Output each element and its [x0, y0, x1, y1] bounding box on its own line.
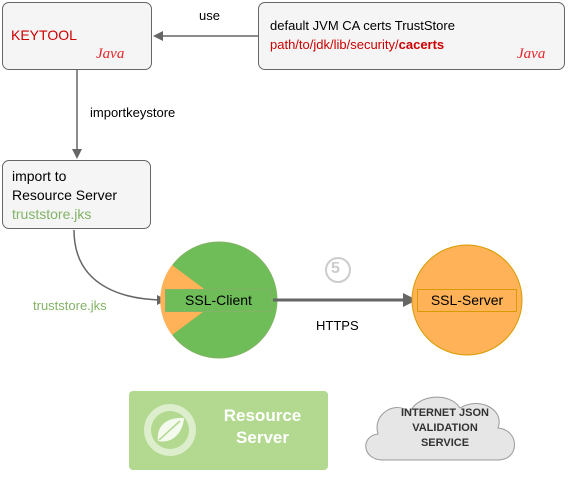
step-marker: 5 [331, 260, 340, 277]
ssl-server-label-box: SSL-Server [417, 289, 517, 312]
https-arrow-head [403, 293, 417, 307]
cloud-label: INTERNET JSON VALIDATION SERVICE [385, 406, 505, 451]
resource-server-line2: Server [236, 428, 289, 447]
cloud-line3: SERVICE [420, 437, 470, 449]
use-label: use [199, 8, 220, 23]
truststore-path-file: cacerts [398, 37, 445, 52]
cloud-line2: VALIDATION [412, 422, 478, 434]
step-marker-circle [325, 257, 351, 283]
import-line1: import to [12, 168, 67, 184]
resource-server-line1: Resource [223, 406, 302, 425]
importkeystore-label: importkeystore [90, 105, 176, 120]
java-logo-text: Java [517, 46, 546, 62]
https-label: HTTPS [316, 318, 359, 333]
truststore-path-prefix: path/to/jdk/lib/security/ [270, 37, 399, 52]
cloud-shape [365, 396, 515, 461]
resource-server-label: Resource Server [200, 405, 325, 449]
cloud-line1: INTERNET JSON [400, 407, 489, 419]
import-line3: truststore.jks [12, 206, 92, 222]
import-box: import to Resource Server truststore.jks [2, 160, 151, 229]
truststore-jks-arrow [73, 229, 167, 305]
truststore-path: path/to/jdk/lib/security/cacerts [270, 37, 444, 52]
ssl-client-label-box: SSL-Client [165, 289, 272, 312]
ssl-client-label: SSL-Client [185, 292, 252, 308]
ssl-server-label: SSL-Server [430, 292, 504, 308]
truststore-jks-label: truststore.jks [33, 298, 107, 313]
truststore-box: default JVM CA certs TrustStore path/to/… [258, 2, 565, 70]
spring-leaf-vein [158, 420, 181, 441]
java-logo-text: Java [96, 46, 125, 62]
keytool-box: KEYTOOL Java [2, 2, 152, 70]
keytool-label: KEYTOOL [11, 27, 77, 43]
truststore-title: default JVM CA certs TrustStore [270, 18, 455, 33]
import-line2: Resource Server [12, 187, 118, 203]
